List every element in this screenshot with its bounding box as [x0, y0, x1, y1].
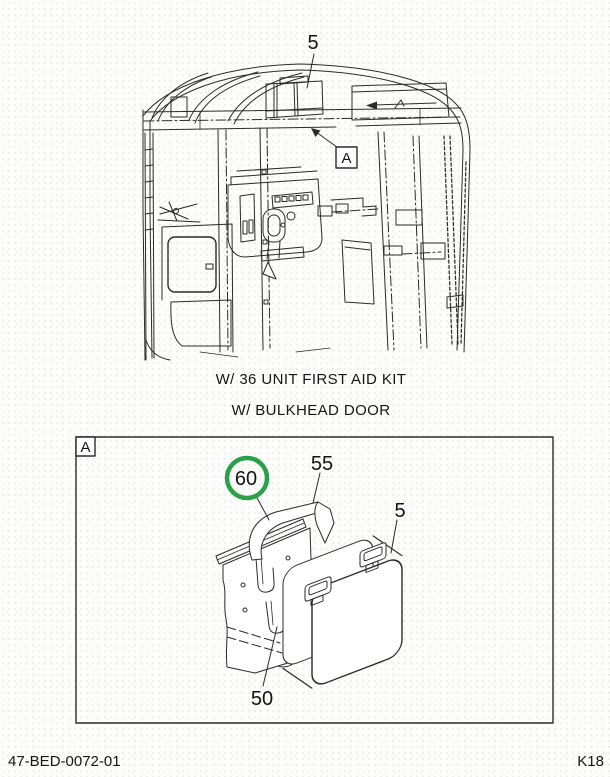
- detail-callout-5: 5: [394, 500, 405, 522]
- leader-60: [255, 495, 270, 521]
- case-latch-right: [359, 542, 387, 574]
- first-aid-kit-case: [282, 535, 403, 689]
- roof-ribs: [151, 71, 305, 125]
- bulkhead-door: [161, 223, 234, 353]
- detail-callout-55: 55: [311, 453, 333, 475]
- highlight-circle-60: [224, 455, 270, 501]
- left-wall: [144, 132, 171, 361]
- main-callout-5: 5: [307, 32, 318, 54]
- leader-5: [390, 519, 398, 554]
- header-rail: [142, 107, 462, 134]
- overhead-shelf: [351, 82, 450, 121]
- leader-55: [312, 472, 321, 504]
- gauge: [286, 211, 296, 221]
- detail-view-a: A 60 55 5 50: [75, 436, 554, 724]
- detail-box-border: [75, 436, 554, 724]
- main-figure: 5 A: [142, 32, 471, 361]
- upper-hook: [255, 557, 275, 593]
- left-bracket: [157, 201, 201, 223]
- document-number: 47-BED-0072-01: [8, 753, 121, 770]
- right-side-structure: [330, 131, 464, 351]
- shelf-glyph: [394, 99, 405, 109]
- detail-callout-60: 60: [235, 468, 257, 490]
- caption-bulkhead-door: W/ BULKHEAD DOOR: [231, 402, 391, 419]
- case-latch-left: [304, 576, 332, 607]
- frame-pillars: [217, 127, 271, 353]
- dashboard: [227, 166, 379, 280]
- leader-50: [262, 626, 278, 687]
- callout-5-leader: [306, 53, 315, 89]
- steering-wheel: [262, 208, 286, 243]
- main-marker-a-label: A: [341, 150, 351, 167]
- detail-marker-a-label: A: [80, 439, 90, 456]
- detail-marker-a-box: [75, 436, 96, 457]
- detail-callout-50: 50: [251, 688, 273, 710]
- cab-roof-outline: [142, 63, 471, 361]
- floor-lines: [199, 347, 331, 358]
- detail-marker-a: [311, 128, 358, 169]
- retaining-strap: [248, 501, 335, 561]
- instrument-cluster: [271, 191, 314, 209]
- caption-first-aid-kit: W/ 36 UNIT FIRST AID KIT: [215, 371, 407, 388]
- roof-fixture: [170, 96, 188, 118]
- page-code: K18: [577, 753, 604, 770]
